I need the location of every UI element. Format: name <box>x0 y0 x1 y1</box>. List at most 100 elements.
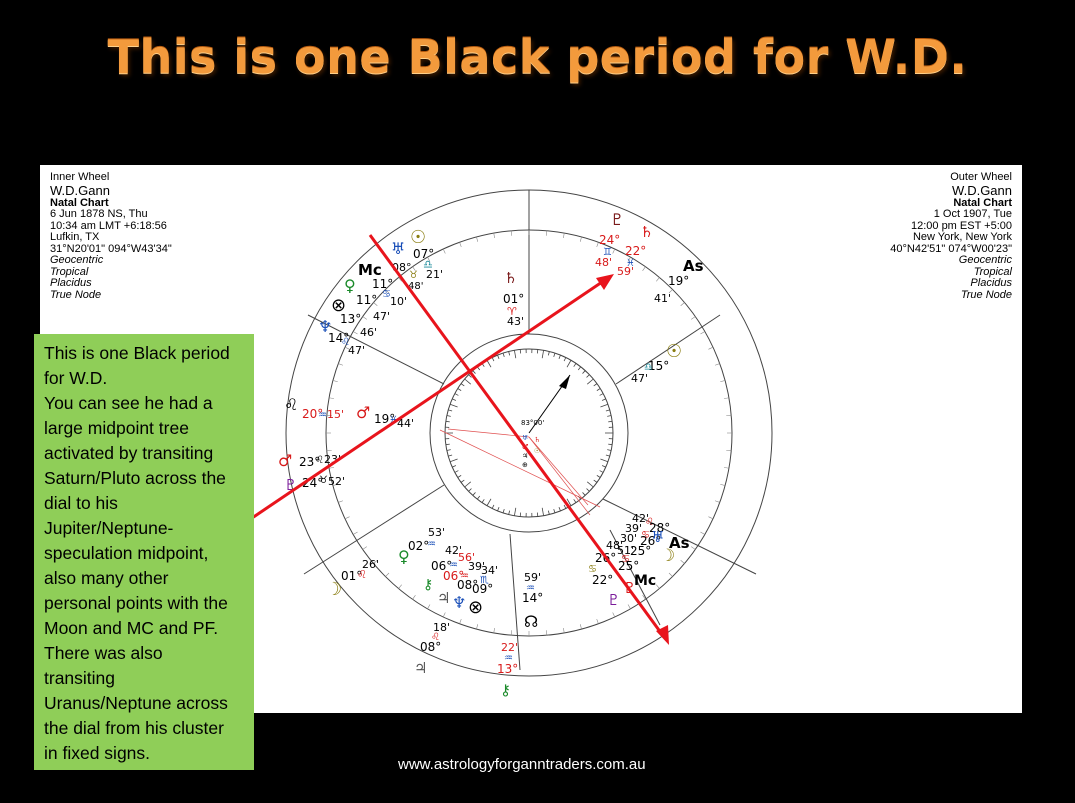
wheel-tick <box>476 236 479 242</box>
chart-glyph: 26' <box>362 558 379 571</box>
note-line: Moon and MC and PF. <box>44 618 219 638</box>
saturn-pluto-arrow-line <box>251 276 609 520</box>
note-line: dial to his <box>44 493 118 513</box>
chart-glyph: ♅ <box>391 239 405 258</box>
dial-tick <box>464 378 472 385</box>
chart-glyph: 59' <box>524 571 541 584</box>
note-line: in fixed signs. <box>44 743 151 763</box>
dial-tick <box>605 454 610 457</box>
wheel-tick <box>476 624 479 630</box>
dial-tick <box>596 475 601 478</box>
chart-glyph: ♒ <box>526 583 535 594</box>
note-line: Uranus/Neptune across <box>44 693 228 713</box>
dial-tick <box>464 481 472 488</box>
wheel-tick <box>596 242 599 248</box>
chart-glyph: ♄ <box>640 223 653 241</box>
chart-glyph: ♅ <box>651 528 664 546</box>
chart-glyph: 06° <box>443 569 464 583</box>
wheel-tick <box>459 242 462 248</box>
dial-small-glyphs: ♃ <box>522 452 528 460</box>
chart-glyph: 25° <box>618 559 639 573</box>
dial-tick <box>497 507 500 512</box>
chart-glyph: 18' <box>433 621 450 634</box>
chart-glyph: ♌ <box>645 517 654 528</box>
chart-glyph: 15' <box>327 408 344 421</box>
chart-glyph: 48' <box>595 256 612 269</box>
inner-wheel-setting: Placidus <box>50 277 92 289</box>
wheel-tick <box>332 380 338 383</box>
wheel-tick <box>720 483 726 486</box>
chart-glyph: ☽ <box>326 579 342 600</box>
chart-glyph: 39' <box>468 560 485 573</box>
chart-glyph: As <box>683 257 704 275</box>
note-line: Saturn/Pluto across the <box>44 468 226 488</box>
outer-wheel-date: 1 Oct 1907, Tue <box>933 208 1012 220</box>
chart-glyph: ♒ <box>504 653 513 664</box>
dial-tick <box>508 510 511 515</box>
chart-glyph: ♋ <box>621 554 630 565</box>
annotation-note-box: This is one Black period for W.D. You ca… <box>34 334 254 770</box>
chart-glyph: 22° <box>625 244 646 258</box>
chart-glyph: 19° <box>668 274 689 288</box>
chart-glyph: 26° <box>640 534 661 548</box>
dial-tick <box>448 409 453 412</box>
chart-glyph: ♒ <box>318 410 327 421</box>
chart-glyph: ♃ <box>414 659 427 677</box>
footer-website-link[interactable]: www.astrologyforganntraders.com.au <box>398 756 646 773</box>
chart-glyph: ♄ <box>504 269 517 287</box>
outer-wheel-place: New York, New York <box>912 231 1012 243</box>
dial-tick <box>573 363 577 367</box>
uranus-neptune-arrowhead <box>656 625 669 645</box>
wheel-tick <box>656 584 660 589</box>
chart-glyph: ♒ <box>460 571 469 582</box>
dial-tick <box>454 393 459 396</box>
chart-glyph: ♒ <box>449 560 458 571</box>
chart-glyph: ♀ <box>344 276 356 295</box>
dial-small-glyphs: ⊕ <box>522 461 528 469</box>
wheel-tick <box>642 266 646 271</box>
note-line: the dial from his cluster <box>44 718 224 738</box>
wheel-tick <box>579 236 582 242</box>
chart-glyph: 09° <box>472 582 493 596</box>
dial-tick <box>608 443 613 446</box>
chart-glyph: 21' <box>426 268 443 281</box>
uranus-neptune-arrow-line <box>368 234 666 638</box>
note-line: for W.D. <box>44 368 108 388</box>
chart-glyph: 14° <box>328 331 349 345</box>
chart-glyph: 43' <box>507 315 524 328</box>
chart-glyph: ♓ <box>389 415 398 426</box>
dial-tick <box>563 357 567 362</box>
chart-glyph: 20° <box>302 407 323 421</box>
chart-glyph: ♊ <box>603 247 612 258</box>
chart-glyph: 23° <box>299 455 320 469</box>
chart-glyph: ♌ <box>315 455 324 466</box>
chart-glyph: ♎ <box>423 258 433 271</box>
wheel-tick <box>373 302 378 306</box>
dial-tick <box>472 492 476 496</box>
outer-wheel-setting: Placidus <box>970 277 1012 289</box>
chart-glyph: ☉ <box>410 227 426 248</box>
chart-glyph: 11° <box>372 277 393 291</box>
dial-tick <box>491 504 495 509</box>
chart-glyph: ⚷ <box>500 681 511 699</box>
wheel-tick <box>612 248 616 254</box>
chart-glyph: 14° <box>522 591 543 605</box>
dial-tick <box>497 354 500 359</box>
chart-glyph: ♃ <box>437 589 450 607</box>
dial-tick <box>601 398 606 401</box>
chart-glyph: ☉ <box>666 341 682 362</box>
wheel-tick <box>493 627 495 633</box>
arrow-layer <box>251 234 669 645</box>
dial-tick <box>573 499 577 503</box>
wheel-tick <box>656 277 660 282</box>
dial-small-glyphs: ♄ <box>534 436 540 444</box>
chart-glyph: 51' <box>617 544 634 557</box>
wheel-tick <box>708 516 714 520</box>
note-line: There was also <box>44 643 163 663</box>
dial-tick <box>541 350 544 359</box>
wheel-tick <box>642 595 646 600</box>
center-dial: 83°00' ♅ ♂ ♃ ⊕ ♄ ☉ <box>439 374 601 516</box>
wheel-tick <box>708 346 714 350</box>
wheel-tick <box>427 257 431 262</box>
saturn-pluto-arrowhead <box>596 274 614 290</box>
